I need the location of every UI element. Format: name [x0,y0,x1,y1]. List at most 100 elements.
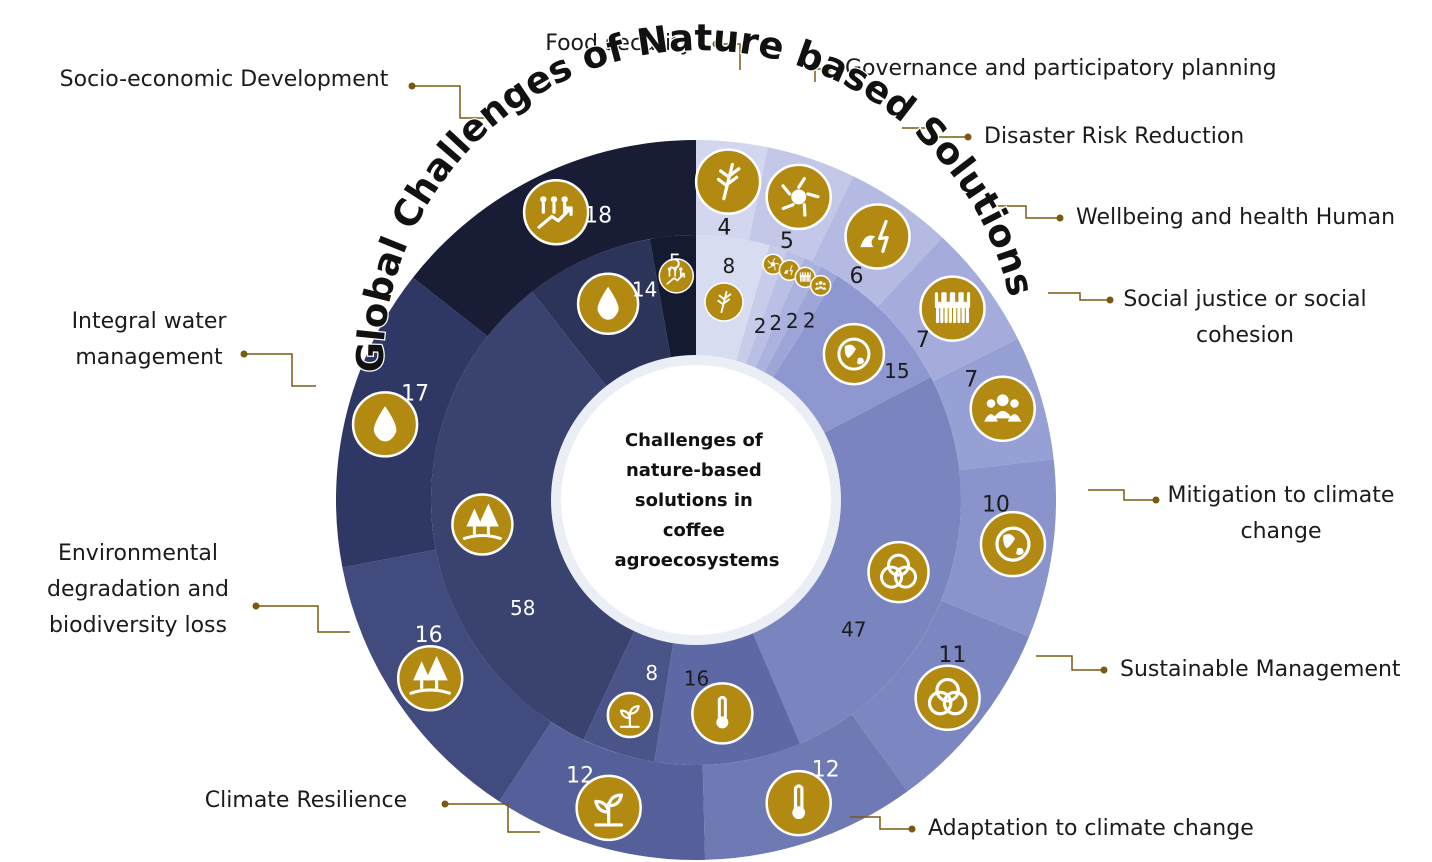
leader-line [1048,292,1110,301]
growth-people-icon [522,178,590,246]
value-label: 2 [769,311,782,335]
people-raised-arms-icon [794,266,817,289]
leader-lines [240,40,1160,833]
value-label: 2 [803,308,816,332]
group-icon [969,375,1036,443]
category-label: Sustainable Management [1120,657,1401,682]
value-label: 14 [632,278,657,302]
sprout-icon [606,691,654,739]
value-label: 12 [812,758,840,783]
leader-line [1088,489,1156,501]
leader-line [990,205,1060,219]
value-label: 16 [684,666,709,690]
hands-circle-icon [765,163,832,231]
leader-dot [824,65,832,73]
inner-ring [430,235,962,766]
value-label: 8 [723,254,736,278]
leader-dot [712,40,720,48]
category-label-line: Environmental [58,541,218,566]
category-label: Social justice or social cohesion [1123,287,1366,348]
leader-dot [240,350,248,358]
trees-icon [451,493,514,556]
sprout-icon [575,774,642,842]
wheat-icon [704,282,744,322]
wave-lightning-icon [844,203,911,270]
leader-line [256,605,350,633]
value-label: 47 [841,617,866,641]
leader-dot [1100,666,1108,674]
center-circle [551,355,841,645]
category-label: Food security [545,31,693,56]
center-label-line: solutions in [635,490,753,511]
growth-people-icon [658,258,695,294]
leader-dot [1152,496,1160,504]
value-label: 11 [938,643,966,668]
value-label: 15 [884,359,909,383]
category-label-line: management [75,345,223,370]
value-label: 6 [850,264,864,289]
category-label-line: change [1241,519,1322,544]
leader-line [850,816,912,830]
ring-segment [751,377,962,744]
leader-dot [441,800,449,808]
category-label-line: cohesion [1196,323,1294,348]
value-label: 18 [584,203,612,228]
value-label: 8 [645,661,658,685]
category-label: Socio-economic Development [60,67,389,92]
value-label: 4 [717,215,731,240]
value-label: 2 [786,309,799,333]
leader-line [412,85,490,119]
value-label: 7 [916,328,930,353]
category-label: Governance and participatory planning [845,56,1277,81]
leader-dot [908,825,916,833]
ring-segment [430,291,636,740]
value-label: 58 [510,596,535,620]
water-drop-icon [576,272,640,336]
water-drop-icon [351,391,419,458]
category-label: Climate Resilience [205,788,407,813]
trees-icon [396,644,464,712]
leader-line [1036,655,1104,671]
leader-dot [964,133,972,141]
globe-icon [822,322,886,386]
leader-dot [1056,214,1064,222]
people-raised-arms-icon [919,275,986,342]
globe-icon [979,510,1047,578]
category-label-line: Mitigation to climate [1168,483,1395,508]
category-label-line: degradation and [47,577,229,602]
category-label-line: Social justice or social [1123,287,1366,312]
value-label: 17 [401,382,429,407]
leader-line [244,353,316,387]
value-label: 5 [780,229,794,254]
value-label: 12 [566,764,594,789]
leader-dot [252,602,260,610]
leader-dot [1106,296,1114,304]
value-label: 16 [415,623,443,648]
category-label: Environmental degradation and biodiversity… [47,541,229,638]
venn-icon [867,540,930,604]
thermometer-icon [765,769,832,837]
category-label-line: Integral water [72,309,228,334]
value-label: 2 [754,314,767,338]
center-label-line: Challenges of [625,430,763,451]
center-label-line: nature-based [626,460,762,481]
category-label: Wellbeing and health Human [1076,205,1395,230]
venn-icon [914,664,981,731]
center-label-line: coffee [663,520,725,541]
leader-line [445,803,540,833]
category-icons [351,148,1047,842]
center-label-line: agroecosystems [615,550,780,571]
leader-line [902,127,968,138]
value-label: 7 [964,368,978,393]
center-label: Challenges of nature-based solutions in … [615,430,780,571]
value-label: 10 [982,492,1010,517]
value-label: 5 [669,249,682,273]
wheat-icon [694,148,762,215]
wave-lightning-icon [778,259,801,282]
thermometer-icon [691,682,754,745]
category-label-line: biodiversity loss [49,613,227,638]
group-icon [809,274,832,297]
